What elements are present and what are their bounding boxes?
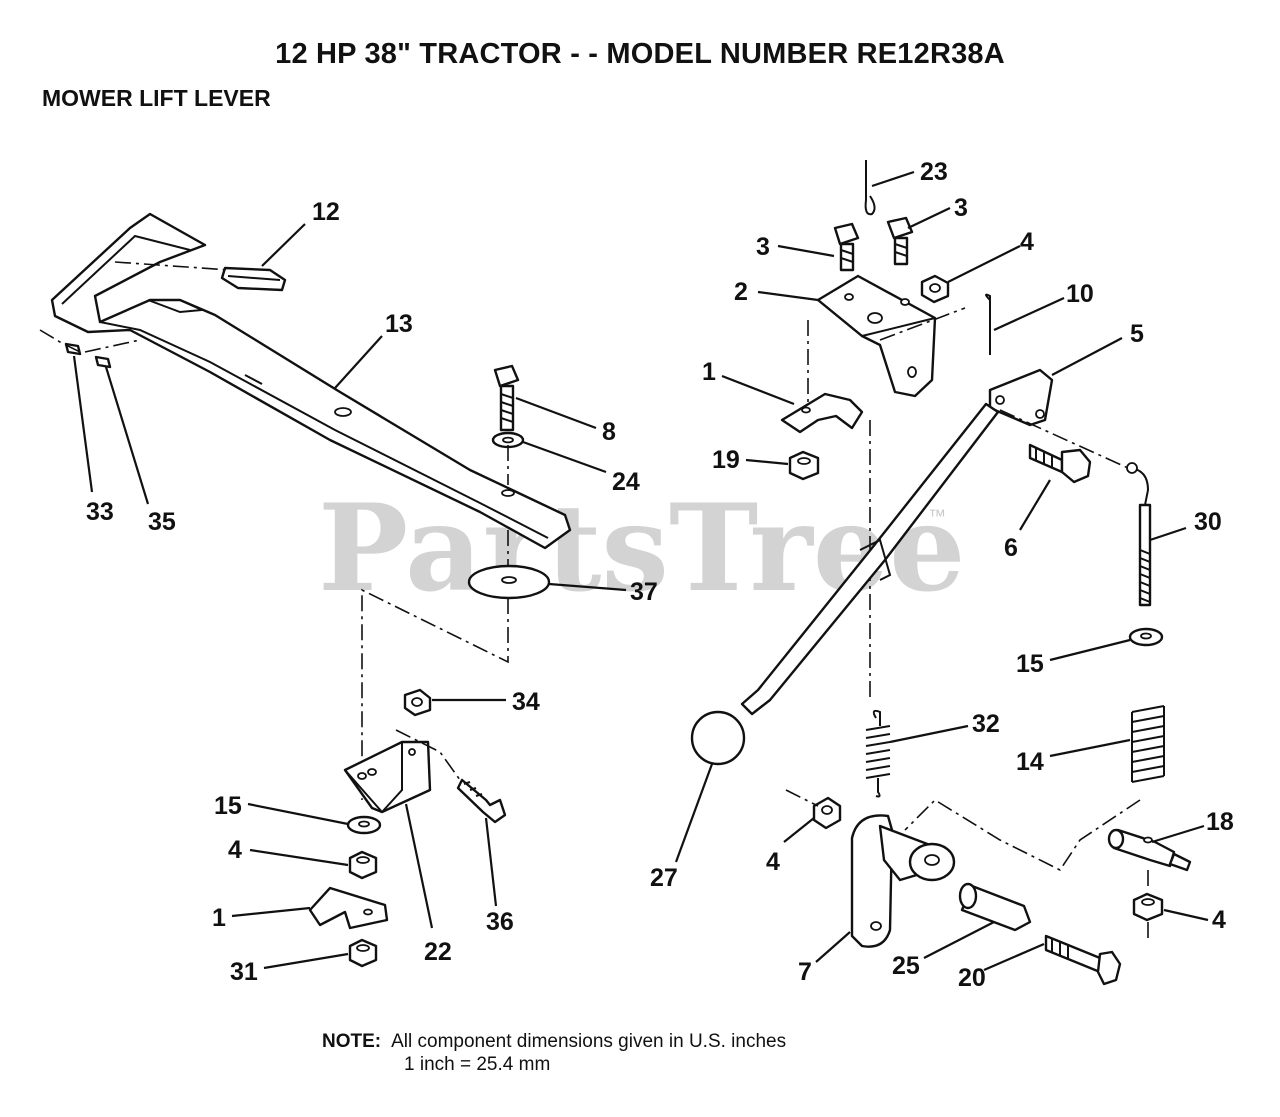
callout-8: 8 — [602, 418, 616, 446]
watermark-trademark: ™ — [928, 506, 946, 526]
callout-33: 33 — [86, 498, 114, 526]
knob-27[interactable] — [690, 710, 746, 766]
callout-32: 32 — [972, 710, 1000, 738]
washer-15-left[interactable] — [346, 815, 382, 835]
callout-30: 30 — [1194, 508, 1222, 536]
callout-31: 31 — [230, 958, 258, 986]
callout-6: 6 — [1004, 534, 1018, 562]
nut-4-top[interactable] — [920, 274, 950, 304]
bolt-3-right[interactable] — [886, 216, 914, 266]
callout-7: 7 — [798, 958, 812, 986]
callout-25: 25 — [892, 952, 920, 980]
washer-37[interactable] — [467, 564, 551, 600]
callout-15-right: 15 — [1016, 650, 1044, 678]
callout-36: 36 — [486, 908, 514, 936]
nut-31[interactable] — [348, 938, 378, 968]
bolt-8[interactable] — [493, 364, 520, 432]
section-title: MOWER LIFT LEVER — [42, 85, 271, 111]
callout-22: 22 — [424, 938, 452, 966]
bolt-3-left[interactable] — [833, 222, 860, 272]
bolt-20[interactable] — [1044, 934, 1122, 986]
callout-3-right: 3 — [954, 194, 968, 222]
bracket-2[interactable] — [816, 274, 937, 398]
nut-4-center[interactable] — [812, 796, 842, 830]
nut-4-bottom-right[interactable] — [1132, 892, 1164, 922]
sleeve-25[interactable] — [958, 882, 1032, 932]
callout-14: 14 — [1016, 748, 1044, 776]
callout-10: 10 — [1066, 280, 1094, 308]
callout-3-left: 3 — [756, 233, 770, 261]
arm-7[interactable] — [850, 814, 956, 948]
dimension-note: NOTE: All component dimensions given in U… — [322, 1030, 786, 1076]
lever-arm-13[interactable] — [50, 212, 572, 550]
note-line-1: All component dimensions given in U.S. i… — [391, 1031, 787, 1052]
callout-5: 5 — [1130, 320, 1144, 348]
washer-15-right[interactable] — [1128, 627, 1164, 647]
nut-19[interactable] — [788, 450, 820, 481]
callout-2: 2 — [734, 278, 748, 306]
clip-1-left[interactable] — [308, 886, 389, 930]
callout-15-left: 15 — [214, 792, 242, 820]
callout-24: 24 — [612, 468, 640, 496]
washer-24[interactable] — [491, 431, 525, 449]
bolt-36[interactable] — [456, 778, 507, 824]
spring-14[interactable] — [1131, 705, 1165, 783]
callout-4-bottom-right: 4 — [1212, 906, 1226, 934]
pivot-18[interactable] — [1107, 828, 1192, 872]
callout-18: 18 — [1206, 808, 1234, 836]
lift-lever-5[interactable] — [740, 368, 1054, 716]
cotter-pin-10[interactable] — [985, 293, 991, 355]
callout-35: 35 — [148, 508, 176, 536]
callout-4-top: 4 — [1020, 228, 1034, 256]
leader-lines — [72, 170, 1209, 972]
clip-1-right[interactable] — [780, 392, 864, 434]
callout-12: 12 — [312, 198, 340, 226]
callout-1-left: 1 — [212, 904, 226, 932]
bolt-6[interactable] — [1028, 443, 1092, 484]
callout-13: 13 — [385, 310, 413, 338]
rod-30[interactable] — [1126, 462, 1152, 607]
callout-19: 19 — [712, 446, 740, 474]
spring-32[interactable] — [865, 709, 891, 798]
callout-20: 20 — [958, 964, 986, 992]
note-label: NOTE: — [322, 1031, 382, 1052]
pin-35[interactable] — [94, 355, 112, 369]
grip-12[interactable] — [220, 266, 287, 292]
callout-4-left: 4 — [228, 836, 242, 864]
note-line-2: 1 inch = 25.4 mm — [404, 1054, 551, 1075]
page-title: 12 HP 38" TRACTOR - - MODEL NUMBER RE12R… — [275, 38, 1005, 70]
callout-4-center: 4 — [766, 848, 780, 876]
callout-23: 23 — [920, 158, 948, 186]
watermark: PartsTree — [318, 478, 965, 619]
callout-27: 27 — [650, 864, 678, 892]
nut-34[interactable] — [403, 688, 432, 717]
callout-37: 37 — [630, 578, 658, 606]
nut-4-left[interactable] — [348, 850, 378, 880]
cotter-pin-23[interactable] — [864, 160, 876, 216]
callout-1-right: 1 — [702, 358, 716, 386]
callout-34: 34 — [512, 688, 540, 716]
bracket-22[interactable] — [343, 740, 432, 814]
